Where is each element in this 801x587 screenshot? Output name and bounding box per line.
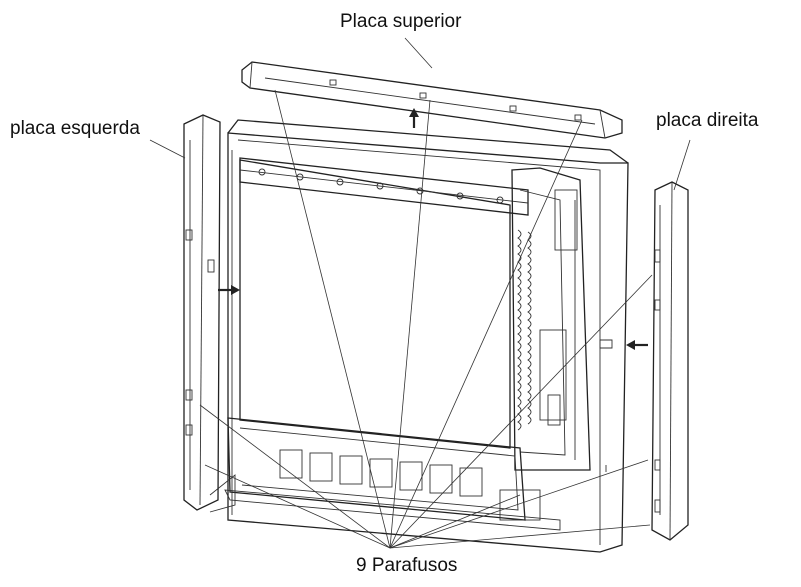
top-plate-leader — [404, 37, 433, 69]
left-plate-leader — [149, 139, 186, 159]
arrow-up-icon — [409, 108, 419, 128]
screws-label: 9 Parafusos — [356, 555, 458, 576]
right-plate — [651, 181, 689, 541]
left-plate — [183, 114, 221, 511]
arrow-right-icon — [218, 285, 240, 295]
arrow-left-icon — [626, 340, 648, 350]
right-plate-label: placa direita — [656, 110, 759, 131]
right-plate-leader — [673, 139, 691, 191]
top-plate — [241, 61, 623, 139]
screw-leaders — [199, 89, 653, 549]
unit-body — [209, 119, 629, 553]
left-plate-label: placa esquerda — [10, 118, 140, 139]
top-plate-label: Placa superior — [340, 11, 462, 32]
